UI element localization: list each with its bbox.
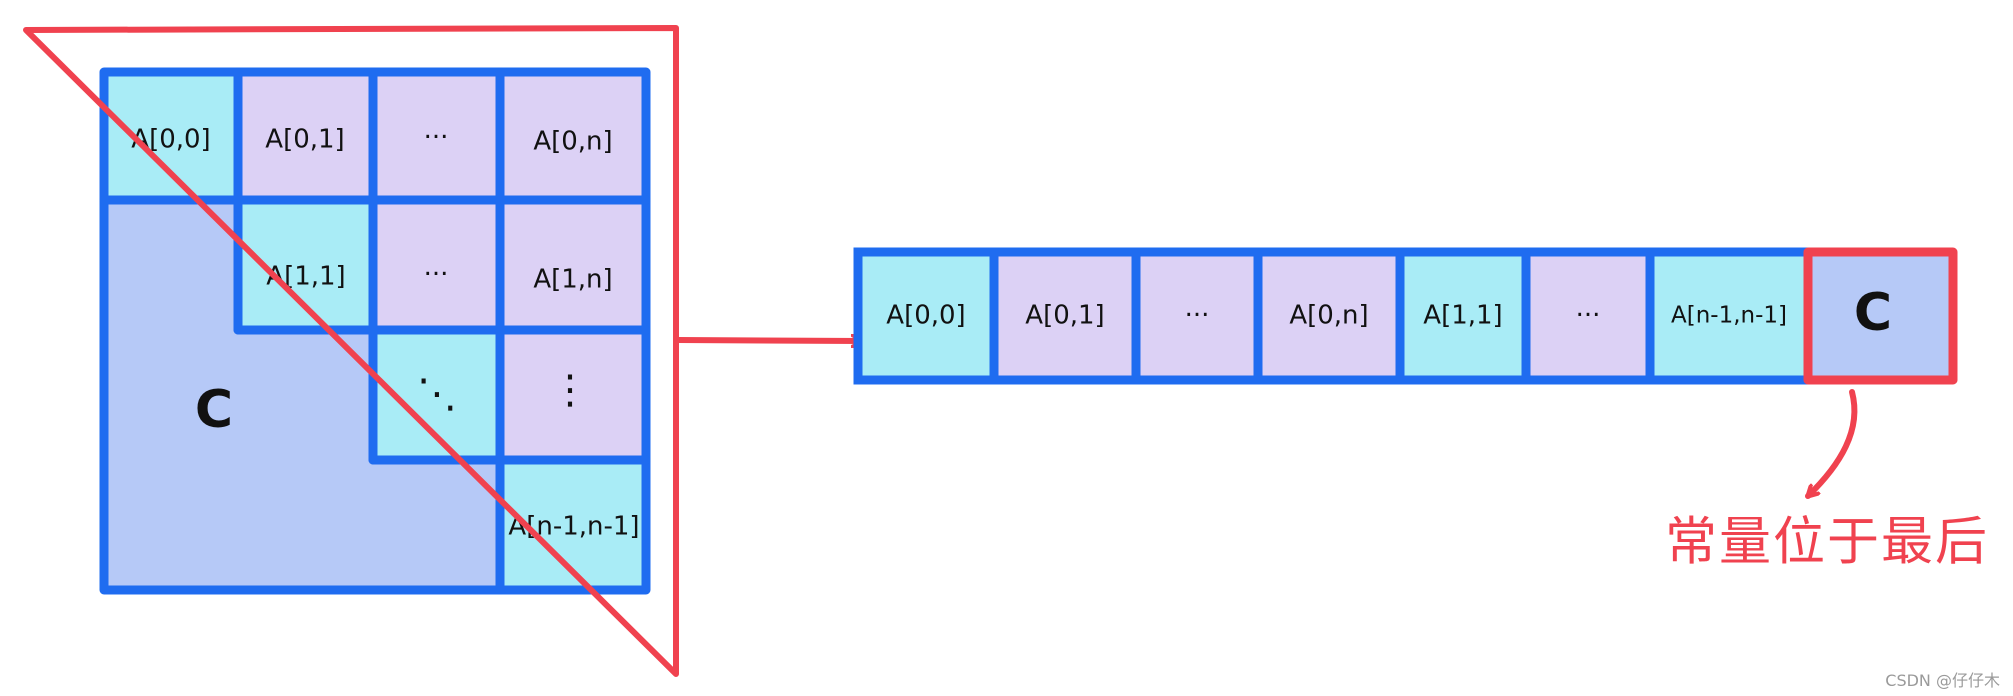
upper-triangle-outline — [23, 25, 679, 677]
matrix-label-vdots: ⋮ — [550, 367, 590, 413]
matrix-constant-label: C — [195, 380, 233, 440]
matrix-cell-a0n — [500, 72, 646, 200]
annotation-arrow — [1805, 389, 1858, 499]
matrix-label-a11: A[1,1] — [266, 262, 345, 292]
array-label-3: A[0,n] — [1289, 301, 1368, 331]
matrix-cell-vdots — [500, 330, 646, 460]
array-label-5: ··· — [1576, 301, 1601, 331]
matrix-label-a0n: A[0,n] — [533, 127, 612, 157]
matrix-label-ddots: ⋱ — [417, 371, 457, 417]
array-label-0: A[0,0] — [886, 301, 965, 331]
matrix-cell-a01 — [238, 72, 373, 200]
array-cell-0 — [858, 252, 994, 380]
watermark: CSDN @仔仔木 — [1885, 671, 2000, 690]
matrix-cell-dots-r0 — [373, 72, 500, 200]
array-label-6: A[n-1,n-1] — [1671, 303, 1787, 329]
matrix-constant-region — [104, 200, 500, 590]
array-group: A[0,0] A[0,1] ··· A[0,n] A[1,1] ··· A[n-1,n-1] — [853, 247, 1813, 385]
matrix-label-dots-r1: ··· — [424, 260, 449, 290]
array-cell-3 — [1258, 252, 1400, 380]
array-label-4: A[1,1] — [1423, 301, 1502, 331]
matrix-cell-a1n — [500, 200, 646, 330]
matrix-cell-a00 — [104, 72, 238, 200]
matrix-label-dots-r0: ··· — [424, 123, 449, 153]
matrix-grid-lines — [99, 67, 651, 595]
array-cell-2 — [1136, 252, 1258, 380]
matrix-group: A[0,0] A[0,1] ··· A[0,n] A[1,1] ··· A[1,… — [99, 67, 651, 595]
array-cell-5 — [1526, 252, 1650, 380]
array-constant-label: C — [1854, 283, 1892, 343]
matrix-cell-dots-r1 — [373, 200, 500, 330]
array-cell-1 — [994, 252, 1136, 380]
array-constant-cell: C — [1803, 247, 1958, 385]
array-cell-6 — [1650, 252, 1808, 380]
matrix-label-a01: A[0,1] — [265, 125, 344, 155]
array-label-1: A[0,1] — [1025, 301, 1104, 331]
array-cell-4 — [1400, 252, 1526, 380]
array-label-2: ··· — [1185, 301, 1210, 331]
annotation-text: 常量位于最后 — [1665, 513, 1989, 573]
matrix-label-a1n: A[1,n] — [533, 265, 612, 295]
connector-arrow — [675, 340, 865, 341]
